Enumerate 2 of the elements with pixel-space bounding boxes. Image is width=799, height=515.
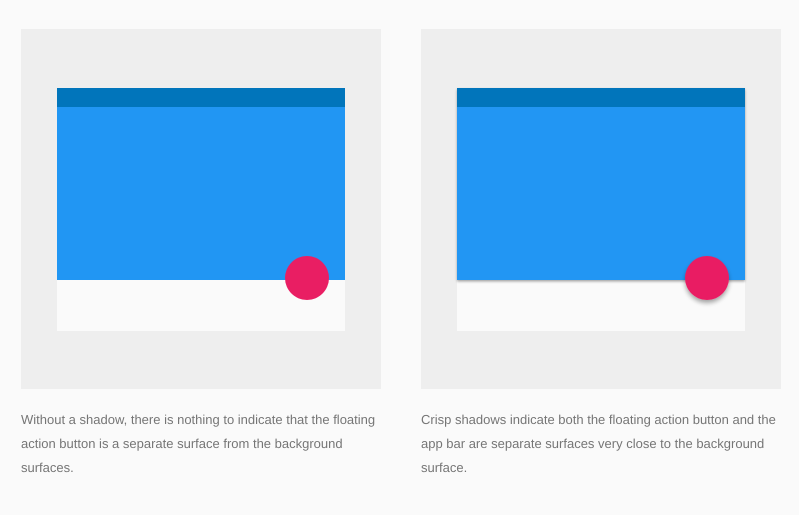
caption: Crisp shadows indicate both the floating action button and the app bar are separate surfaces very close to the background surface. xyxy=(421,411,777,477)
caption: Without a shadow, there is nothing to indicate that the floating action button is a separate surface from the background surfaces. xyxy=(21,411,376,477)
